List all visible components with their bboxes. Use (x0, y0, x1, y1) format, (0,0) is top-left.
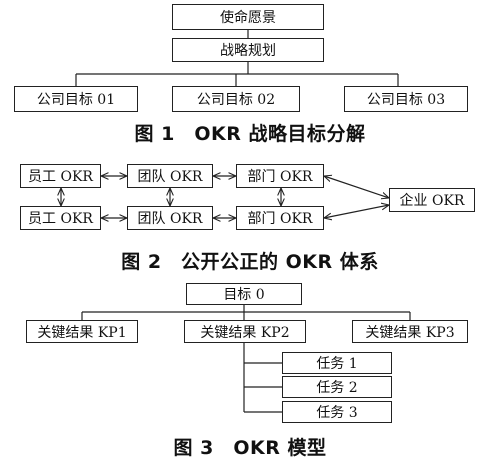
department-okr-top: 部门 OKR (236, 164, 324, 188)
team-okr-top: 团队 OKR (127, 164, 213, 188)
company-goal-03: 公司目标 03 (344, 86, 468, 112)
key-result-kp2: 关键结果 KP2 (184, 320, 306, 343)
vision-box: 使命愿景 (172, 4, 324, 30)
department-okr-bottom: 部门 OKR (236, 206, 324, 230)
objective-box: 目标 0 (186, 283, 302, 305)
planning-box: 战略规划 (172, 38, 324, 62)
task-2: 任务 2 (282, 376, 392, 398)
employee-okr-top: 员工 OKR (20, 164, 101, 188)
figure-2-caption: 图 2 公开公正的 OKR 体系 (121, 251, 379, 273)
team-okr-bottom: 团队 OKR (127, 206, 213, 230)
company-goal-01: 公司目标 01 (14, 86, 138, 112)
figure-1-caption: 图 1 OKR 战略目标分解 (134, 123, 366, 145)
enterprise-okr: 企业 OKR (389, 188, 475, 212)
key-result-kp3: 关键结果 KP3 (352, 320, 468, 343)
company-goal-02: 公司目标 02 (172, 86, 300, 112)
key-result-kp1: 关键结果 KP1 (26, 320, 138, 343)
figure-3-caption: 图 3 OKR 模型 (173, 437, 327, 459)
employee-okr-bottom: 员工 OKR (20, 206, 101, 230)
task-3: 任务 3 (282, 401, 392, 423)
task-1: 任务 1 (282, 352, 392, 374)
